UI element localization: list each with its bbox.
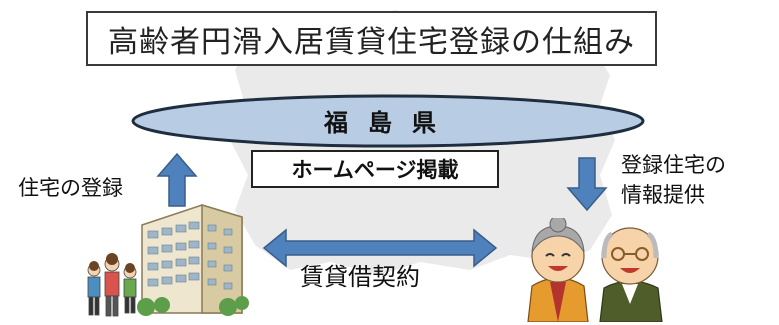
apartment-building-icon <box>137 203 249 316</box>
lease-contract-label: 賃貸借契約 <box>300 263 420 291</box>
elderly-couple-icon <box>527 218 663 322</box>
homepage-label-box: ホームページ掲載 <box>251 150 499 188</box>
info-provision-label: 登録住宅の 情報提供 <box>621 150 726 210</box>
info-line-2: 情報提供 <box>621 183 705 207</box>
family-group-icon <box>87 253 137 317</box>
register-housing-label: 住宅の登録 <box>18 176 123 200</box>
prefecture-ellipse <box>131 94 645 148</box>
info-line-1: 登録住宅の <box>621 153 726 177</box>
diagram-title: 高齢者円滑入居賃貸住宅登録の仕組み <box>86 11 657 66</box>
up-arrow-icon <box>156 152 198 207</box>
down-arrow-icon <box>566 157 608 212</box>
double-arrow-icon <box>262 228 498 268</box>
prefecture-label: 福島県 <box>324 108 456 137</box>
